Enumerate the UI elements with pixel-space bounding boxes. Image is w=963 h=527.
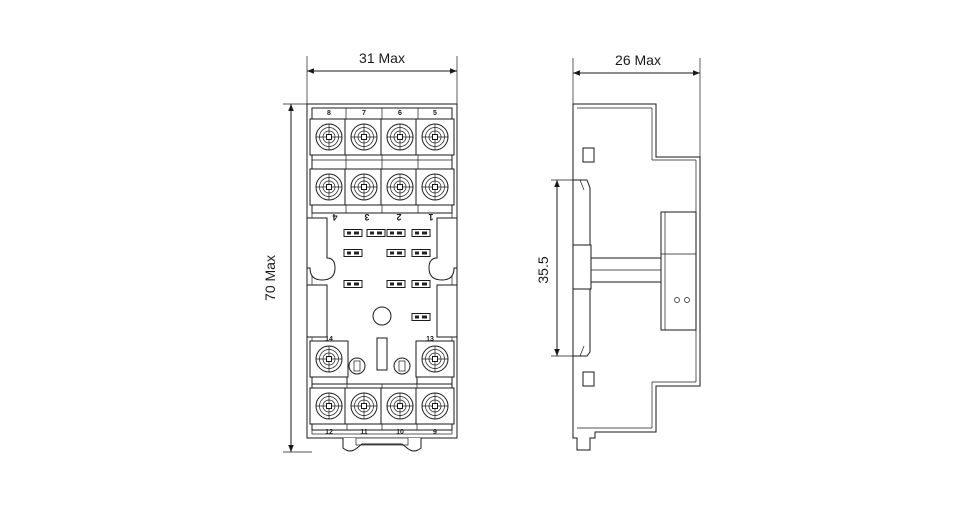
screw-terminal-4 bbox=[309, 168, 349, 206]
spring-latch bbox=[572, 244, 592, 290]
upper-clip-window bbox=[582, 147, 595, 163]
lower-clip-window bbox=[582, 371, 595, 387]
terminal-number: 3 bbox=[364, 212, 369, 222]
top-terminal-block: 8 7 6 5 4 3 2 1 bbox=[309, 107, 455, 222]
rail-height-label: 35.5 bbox=[535, 256, 551, 283]
terminal-number: 1 bbox=[428, 212, 433, 222]
screw-terminal-13 bbox=[415, 340, 455, 378]
terminal-number: 4 bbox=[332, 212, 337, 222]
screw-terminal-3 bbox=[344, 168, 384, 206]
relay-socket-section bbox=[306, 217, 458, 371]
side-depth-dimension: 26 Max bbox=[572, 52, 701, 160]
front-height-dimension: 70 Max bbox=[262, 103, 312, 453]
front-height-label: 70 Max bbox=[262, 255, 278, 301]
din-release-clip bbox=[342, 438, 422, 452]
rail-height-dimension: 35.5 bbox=[535, 179, 585, 357]
screw-terminal-6 bbox=[380, 118, 420, 156]
terminal-number: 5 bbox=[433, 110, 437, 117]
screw-terminal-1 bbox=[415, 168, 455, 206]
screw-terminal-5 bbox=[415, 118, 455, 156]
terminal-number: 2 bbox=[396, 212, 401, 222]
center-locating-hole bbox=[372, 306, 392, 326]
screw-terminal-9 bbox=[415, 387, 455, 425]
terminal-number: 12 bbox=[325, 429, 333, 436]
bottom-terminal-block: 14 13 12 11 10 9 bbox=[309, 336, 455, 436]
terminal-number: 7 bbox=[362, 110, 366, 117]
screw-terminal-10 bbox=[380, 387, 420, 425]
screw-terminal-7 bbox=[344, 118, 384, 156]
terminal-number: 8 bbox=[327, 110, 331, 117]
screw-terminal-8 bbox=[309, 118, 349, 156]
front-width-label: 31 Max bbox=[359, 50, 405, 66]
mounting-hole bbox=[674, 297, 680, 303]
mounting-hole bbox=[684, 297, 690, 303]
terminal-number: 13 bbox=[426, 336, 434, 343]
terminal-number: 14 bbox=[325, 336, 333, 343]
terminal-number: 6 bbox=[398, 110, 402, 117]
right-mounting-notch bbox=[428, 217, 458, 281]
screw-terminal-12 bbox=[309, 387, 349, 425]
screw-terminal-2 bbox=[380, 168, 420, 206]
screw-terminal-11 bbox=[344, 387, 384, 425]
left-mounting-notch bbox=[306, 217, 336, 281]
side-depth-label: 26 Max bbox=[615, 52, 661, 68]
front-width-dimension: 31 Max bbox=[306, 50, 458, 104]
terminal-housing bbox=[660, 211, 697, 331]
terminal-number: 10 bbox=[396, 429, 404, 436]
coil-indicator-right bbox=[393, 357, 411, 375]
terminal-number: 9 bbox=[433, 429, 437, 436]
terminal-number: 11 bbox=[360, 429, 368, 436]
side-view: 26 Max 35.5 bbox=[535, 52, 701, 451]
front-view: 31 Max 70 Max 8 bbox=[262, 50, 458, 453]
coil-indicator-left bbox=[348, 357, 366, 375]
screw-terminal-14 bbox=[309, 340, 349, 378]
